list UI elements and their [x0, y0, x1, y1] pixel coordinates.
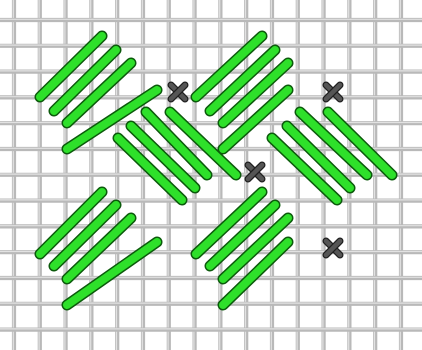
cross-stitch — [326, 85, 340, 99]
cross-stitch — [171, 85, 185, 99]
block-top-right — [196, 36, 288, 149]
cross-stitch — [326, 241, 340, 255]
cross-stitch — [248, 165, 262, 179]
block-bottom-left — [40, 192, 157, 305]
block-bottom-right — [196, 192, 288, 305]
